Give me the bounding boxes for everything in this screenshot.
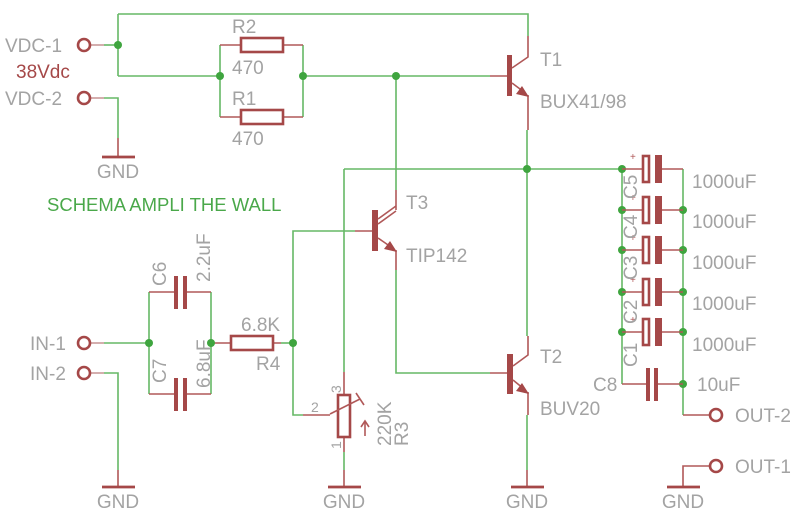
wire-top-rail (118, 13, 529, 36)
label-c2-value: 1000uF (692, 294, 756, 315)
wire-in2-gnd (104, 372, 119, 470)
label-vdc1: VDC-1 (5, 36, 62, 57)
capacitor-c4-icon: + (622, 193, 683, 225)
terminal-vdc1-icon (76, 37, 92, 53)
label-c8-name: C8 (593, 375, 617, 396)
capacitor-c8-icon (622, 368, 683, 401)
label-gnd: GND (97, 162, 139, 183)
label-c7-name: C7 (150, 359, 171, 383)
junction-dot (523, 165, 531, 173)
label-r3-value: 220K (375, 401, 396, 446)
terminal-out1-icon (708, 458, 724, 474)
resistor-r1-icon (239, 108, 285, 126)
label-c4-value: 1000uF (692, 212, 756, 233)
label-c5-value: 1000uF (692, 172, 756, 193)
label-out2: OUT-2 (735, 406, 791, 427)
terminal-out2-icon (708, 407, 724, 423)
polarity-mark: + (630, 193, 636, 204)
label-r3-pin1: 1 (328, 441, 344, 449)
label-t2-name: T2 (540, 347, 562, 368)
label-r3-pin3: 3 (328, 385, 344, 393)
schematic-title: SCHEMA AMPLI THE WALL (47, 194, 281, 215)
wire-vdc2-gnd (104, 97, 119, 138)
terminal-in2-icon (76, 365, 92, 381)
junction-dot (207, 339, 215, 347)
terminal-vdc2-icon (76, 90, 92, 106)
label-in2: IN-2 (30, 364, 66, 385)
label-r4-value: 6.8K (241, 315, 280, 336)
label-c2-name: C2 (621, 300, 642, 324)
capacitor-c2-icon: + (622, 275, 683, 307)
label-c7-value: 6.8uF (194, 339, 215, 388)
label-c1-name: C1 (621, 343, 642, 367)
label-t3-part: TIP142 (406, 246, 467, 267)
polarity-mark: + (630, 233, 636, 244)
label-r3-name: R3 (392, 422, 413, 446)
label-t1-name: T1 (540, 50, 562, 71)
label-supply-voltage: 38Vdc (16, 62, 70, 83)
transistor-t3-icon (355, 190, 397, 270)
label-c8-value: 10uF (697, 375, 740, 396)
label-c6-name: C6 (150, 262, 171, 286)
label-in1: IN-1 (30, 334, 66, 355)
label-out1: OUT-1 (735, 457, 791, 478)
wire-t3-emitter-t2-base (395, 270, 490, 374)
label-c1-value: 1000uF (692, 335, 756, 356)
label-gnd: GND (662, 492, 704, 513)
label-r2-value: 470 (232, 58, 264, 79)
component-leads (90, 44, 709, 487)
wire-t3-base-r3-wiper (292, 230, 355, 416)
junction-dot (145, 339, 153, 347)
label-t1-part: BUX41/98 (540, 92, 627, 113)
label-vdc2: VDC-2 (5, 89, 62, 110)
junction-dot (392, 72, 400, 80)
capacitor-c7-icon (174, 378, 187, 411)
resistor-r4-icon (229, 334, 275, 352)
ground-symbols (102, 155, 700, 489)
polarity-mark: + (630, 275, 636, 286)
polarity-mark: + (630, 152, 636, 163)
label-c5-name: C5 (621, 175, 642, 199)
terminals (76, 37, 724, 474)
transistor-t2-icon (490, 336, 529, 415)
potentiometer-r3-icon (329, 392, 370, 439)
junction-dot (289, 339, 297, 347)
label-c3-name: C3 (621, 256, 642, 280)
junction-dot (114, 41, 122, 49)
junction-dot (216, 72, 224, 80)
label-c6-value: 2.2uF (194, 233, 215, 282)
capacitor-c6-icon (174, 276, 187, 309)
label-r4-name: R4 (256, 354, 281, 375)
capacitor-c1-icon: + (622, 315, 683, 347)
label-r3-pin2: 2 (311, 399, 319, 415)
label-r1-name: R1 (232, 89, 256, 110)
capacitor-c3-icon: + (622, 233, 683, 265)
label-t2-part: BUV20 (540, 399, 600, 420)
label-r1-value: 470 (232, 129, 264, 150)
label-c4-name: C4 (621, 214, 642, 239)
label-gnd: GND (323, 492, 365, 513)
junction-dot (299, 72, 307, 80)
capacitor-c5-icon: + (622, 152, 683, 184)
resistor-r2-icon (239, 36, 285, 54)
terminal-in1-icon (76, 335, 92, 351)
label-r2-name: R2 (232, 17, 256, 38)
label-t3-name: T3 (406, 193, 428, 214)
label-gnd: GND (506, 492, 548, 513)
label-gnd: GND (97, 492, 139, 513)
polarity-mark: + (630, 315, 636, 326)
transistor-t1-icon (490, 36, 529, 130)
label-c3-value: 1000uF (692, 253, 756, 274)
